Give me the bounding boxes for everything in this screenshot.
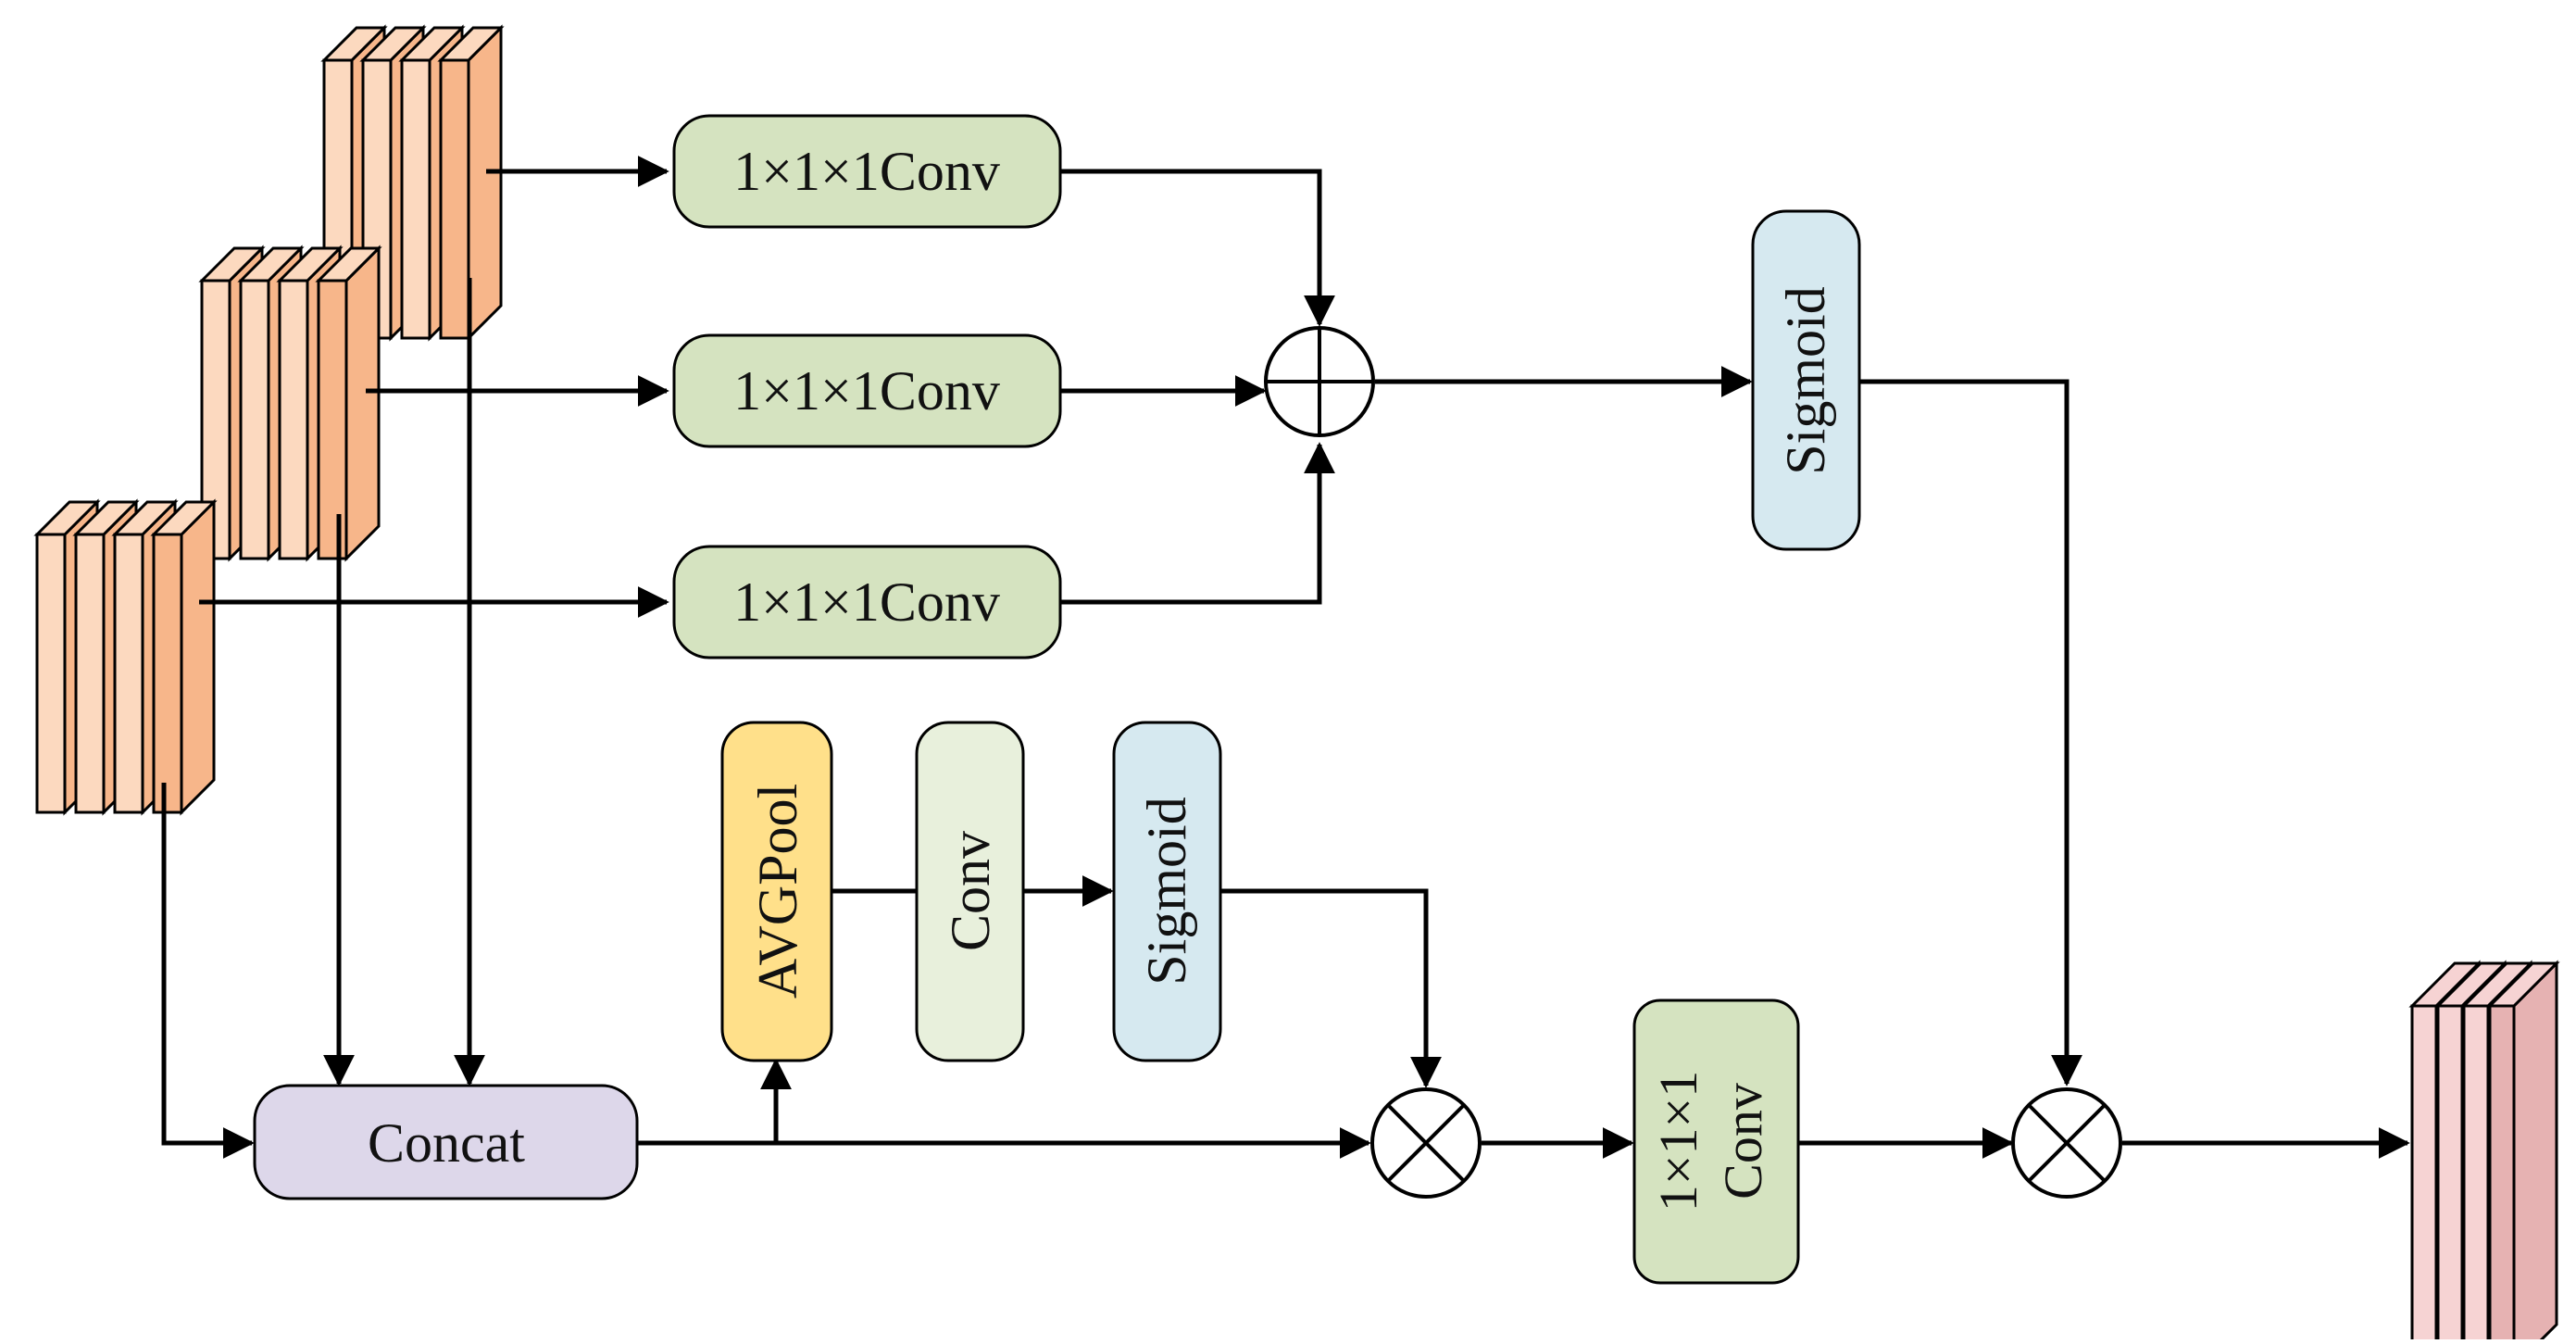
feature-slab-front [278, 279, 309, 560]
arrow-conv-bot-to-add [1060, 442, 1335, 605]
output-feature-stack [2408, 960, 2560, 1344]
feature-slab-side [467, 24, 503, 342]
feature-slab-front [74, 533, 106, 814]
feature-slab-top [111, 500, 179, 536]
feature-slab-top [237, 246, 305, 283]
feature-slab-side [344, 245, 381, 562]
conv-block-middle: 1×1×1Conv [672, 333, 1062, 448]
add-operator-icon [1264, 326, 1375, 437]
sigmoid-block-top: Sigmoid [1751, 209, 1861, 551]
feature-slab-top [2486, 961, 2560, 1008]
feature-slab-top [398, 26, 466, 62]
arrow-conv-top-to-add [1060, 169, 1335, 327]
sigmoid-block-top-label: Sigmoid [1775, 286, 1836, 474]
feature-slab-top [315, 246, 382, 283]
feature-slab-side [2512, 960, 2558, 1344]
feature-slab-front [113, 533, 144, 814]
input-feature-stack-middle [198, 245, 382, 562]
feature-slab-front [439, 58, 470, 340]
feature-slab-top [320, 26, 388, 62]
feature-slab-front [2488, 1004, 2516, 1344]
feature-slab-front [35, 533, 67, 814]
feature-slab-side [180, 498, 216, 816]
conv-block-output: 1×1×1 Conv [1632, 999, 1800, 1285]
arrow-stack-bot-to-concat [161, 783, 255, 1159]
arrow-sigmoid-to-multiply-left [1220, 888, 1442, 1088]
feature-slab-front [152, 533, 183, 814]
feature-slab-top [150, 500, 218, 536]
conv-block-output-label-line1: 1×1×1 [1648, 1071, 1708, 1212]
feature-slab-top [33, 500, 101, 536]
concat-block-label: Concat [368, 1112, 525, 1174]
feature-slab-front [2462, 1004, 2490, 1344]
sigmoid-block-small: Sigmoid [1112, 721, 1222, 1062]
feature-slab-front [2410, 1004, 2438, 1344]
conv-block-top-label: 1×1×1Conv [733, 141, 1000, 202]
feature-slab-front [2436, 1004, 2464, 1344]
conv-block-small: Conv [915, 721, 1025, 1062]
conv-block-output-label-line2: Conv [1713, 1083, 1773, 1200]
conv-block-middle-label: 1×1×1Conv [733, 360, 1000, 421]
conv-block-small-label: Conv [940, 831, 1001, 951]
feature-slab-front [239, 279, 270, 560]
arrow-sigmoid-to-multiply-right [1859, 379, 2082, 1087]
feature-slab-front [400, 58, 431, 340]
connections [161, 156, 2410, 1159]
feature-slab-top [198, 246, 266, 283]
concat-block: Concat [253, 1084, 639, 1200]
feature-slab-top [359, 26, 427, 62]
sigmoid-block-small-label: Sigmoid [1136, 797, 1197, 985]
multiply-operator-left-icon [1370, 1087, 1482, 1199]
avgpool-block: AVGPool [720, 721, 833, 1062]
avgpool-block-label: AVGPool [747, 784, 808, 999]
conv-block-bottom-label: 1×1×1Conv [733, 572, 1000, 633]
multiply-operator-right-icon [2011, 1087, 2122, 1199]
feature-slab-front [317, 279, 348, 560]
conv-block-top: 1×1×1Conv [672, 114, 1062, 229]
feature-slab-top [437, 26, 505, 62]
conv-block-bottom: 1×1×1Conv [672, 545, 1062, 659]
feature-slab-top [72, 500, 140, 536]
feature-slab-top [276, 246, 344, 283]
input-feature-stack-bottom [33, 498, 218, 816]
